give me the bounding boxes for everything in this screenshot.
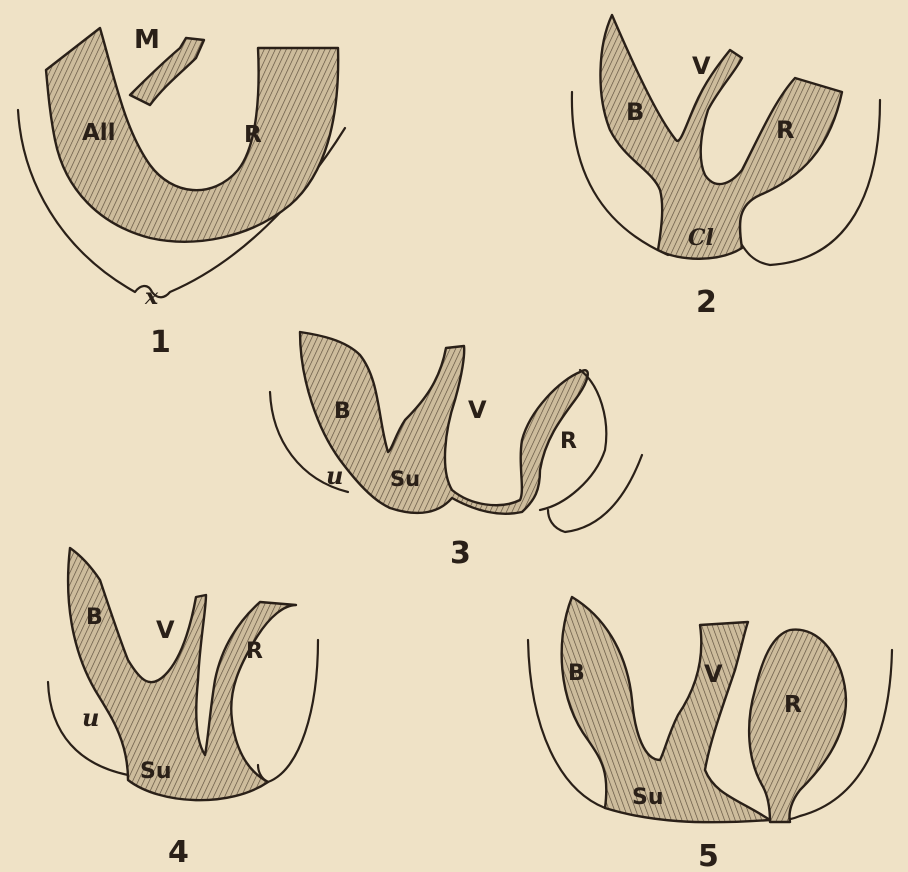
fig4-label-v: V — [156, 616, 175, 644]
fig1-number: 1 — [150, 325, 171, 360]
fig3-label-u: u — [326, 461, 343, 490]
fig4-body-outline-right — [258, 640, 318, 782]
fig5-rectum — [749, 630, 846, 822]
fig2-number: 2 — [696, 285, 717, 320]
fig1-label-r: R — [244, 122, 262, 148]
figure-2: V B R Cl 2 — [572, 15, 880, 320]
fig3-label-b: B — [334, 399, 351, 424]
fig5-label-b: B — [568, 661, 585, 686]
fig4-label-b: B — [86, 605, 103, 630]
fig3-label-v: V — [468, 396, 487, 424]
fig4-number: 4 — [168, 835, 189, 870]
fig4-sinus-branches — [68, 548, 296, 800]
fig1-label-m: M — [134, 25, 160, 55]
fig3-number: 3 — [450, 536, 471, 571]
figure-1: M All R x 1 — [18, 25, 345, 360]
fig2-label-v: V — [692, 52, 711, 80]
fig1-label-x: x — [144, 284, 159, 310]
fig2-label-cl: Cl — [688, 225, 714, 251]
fig3-label-r: R — [560, 429, 577, 454]
fig5-number: 5 — [698, 839, 719, 872]
fig4-label-su: Su — [140, 759, 172, 784]
fig2-label-b: B — [626, 98, 644, 126]
fig5-label-su: Su — [632, 785, 664, 810]
fig3-body-outline-right — [548, 455, 642, 532]
fig4-label-r: R — [246, 639, 263, 664]
fig5-label-r: R — [784, 692, 802, 718]
fig2-label-r: R — [776, 116, 794, 144]
fig1-label-all: All — [82, 120, 116, 146]
figure-4: B V R u Su 4 — [48, 548, 318, 870]
figure-5: B V R Su 5 — [528, 597, 892, 872]
figure-3: B V R u Su 3 — [270, 332, 642, 571]
fig3-label-su: Su — [390, 467, 420, 491]
fig5-sinus-b-v — [562, 597, 770, 822]
fig4-label-u: u — [82, 703, 99, 732]
fig2-cloaca-branches — [600, 15, 842, 259]
fig5-label-v: V — [704, 660, 723, 688]
